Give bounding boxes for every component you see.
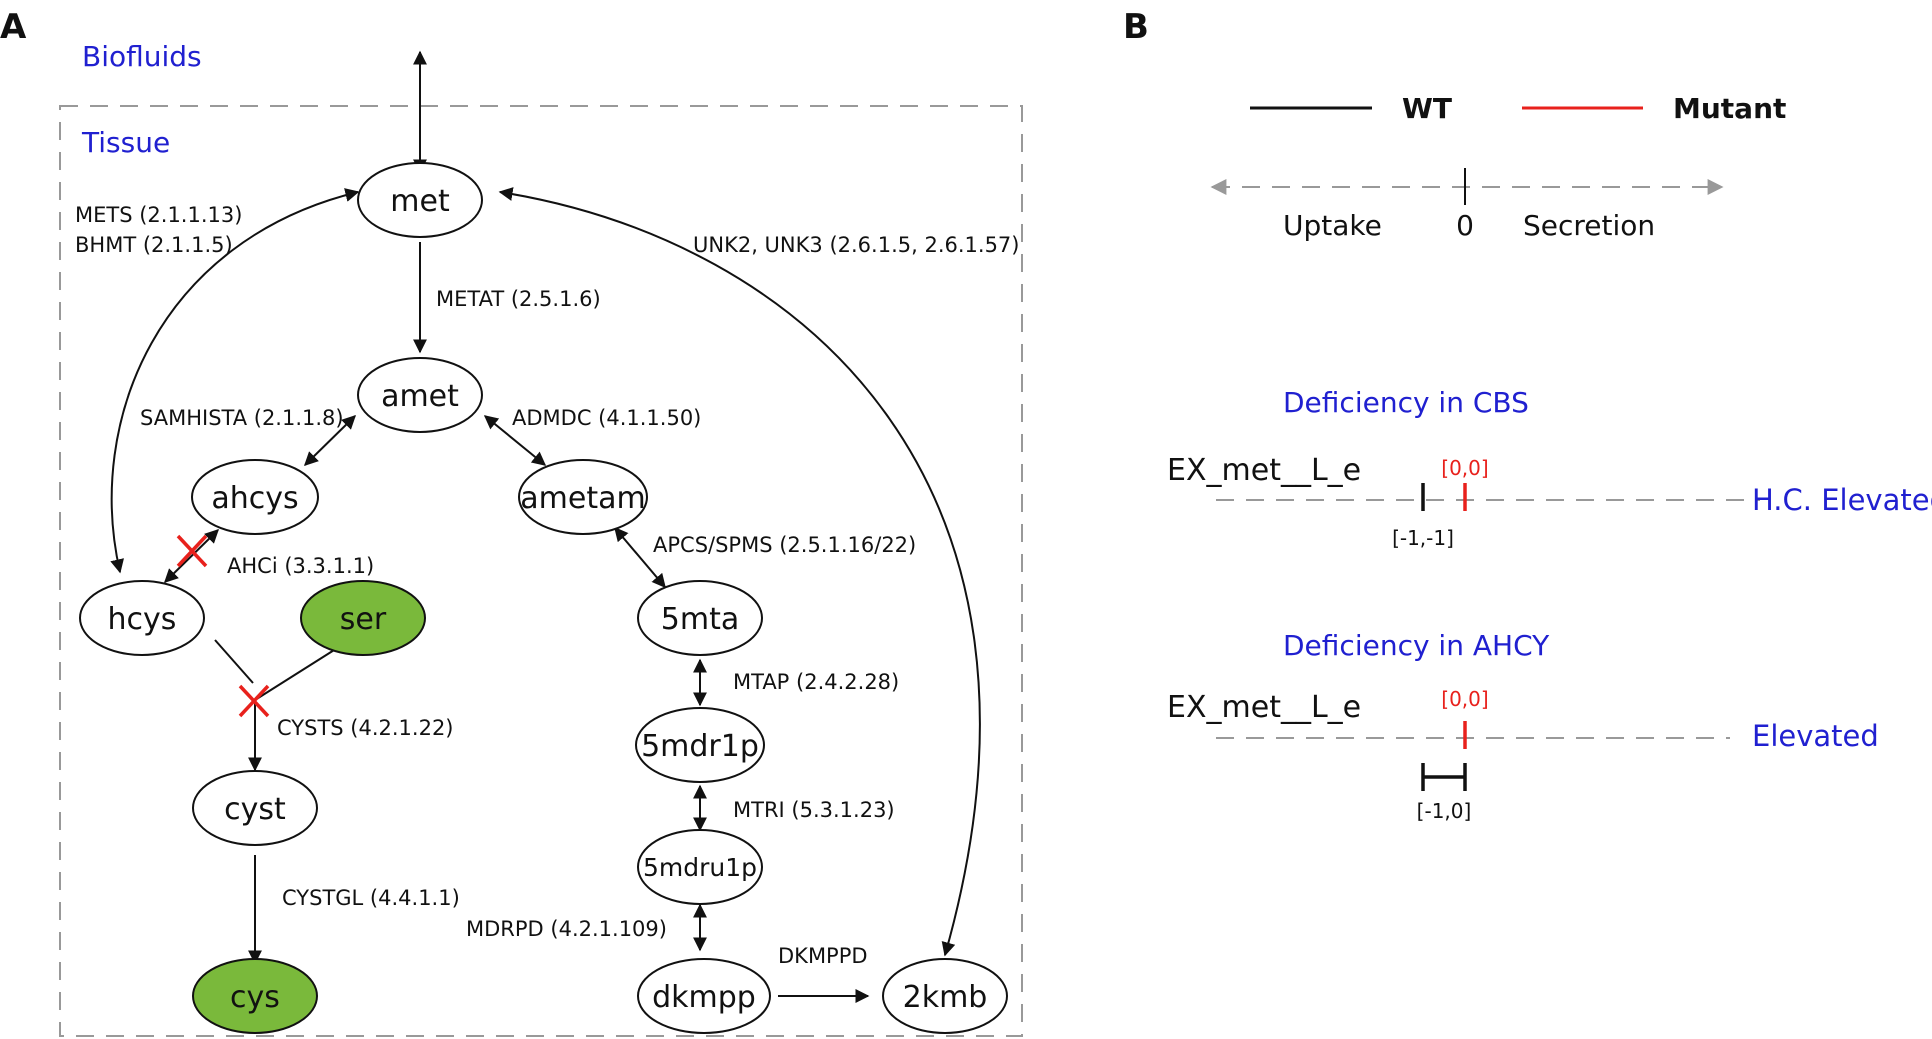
ahci-knockout-cross xyxy=(176,534,208,568)
tissue-compartment xyxy=(59,105,1023,1037)
reaction-ahci-label: AHCi (3.3.1.1) xyxy=(227,554,374,578)
ahci-arrow xyxy=(164,529,219,583)
node-dkmpp xyxy=(637,958,771,1034)
case-cbs-reaction: EX_met__L_e xyxy=(1167,453,1361,488)
tissue-label: Tissue xyxy=(81,126,170,159)
case-cbs-mutant-range: [0,0] xyxy=(1441,456,1488,480)
reaction-admdc-label: ADMDC (4.1.1.50) xyxy=(512,406,701,430)
case-ahcy-reaction: EX_met__L_e xyxy=(1167,690,1361,725)
legend-mutant-label: Mutant xyxy=(1673,92,1786,125)
panel-a-label: A xyxy=(0,7,27,47)
node-ametam-label: ametam xyxy=(520,481,645,516)
case-ahcy-wt-interval xyxy=(1421,763,1467,791)
node-met-label: met xyxy=(390,184,450,219)
case-ahcy-outcome: Elevated xyxy=(1752,719,1879,753)
node-5mdr1p xyxy=(635,707,765,783)
hcys-cysts-line xyxy=(214,639,254,684)
node-met xyxy=(357,162,483,238)
node-2kmb-label: 2kmb xyxy=(903,980,988,1015)
reaction-mets-label: METS (2.1.1.13) xyxy=(75,203,242,227)
panel-b-label: B xyxy=(1123,7,1149,47)
node-cyst-label: cyst xyxy=(224,792,286,827)
case-ahcy-title: Deficiency in AHCY xyxy=(1283,629,1550,662)
case-cbs-wt-range: [-1,-1] xyxy=(1392,526,1454,550)
node-5mta-label: 5mta xyxy=(661,602,739,637)
case-cbs-title: Deficiency in CBS xyxy=(1283,386,1529,419)
reaction-mtri-label: MTRI (5.3.1.23) xyxy=(733,798,895,822)
reaction-cystgl-label: CYSTGL (4.4.1.1) xyxy=(282,886,460,910)
node-5mdru1p-label: 5mdru1p xyxy=(643,853,757,882)
axis-zero-label: 0 xyxy=(1456,209,1474,242)
reaction-cysts-label: CYSTS (4.2.1.22) xyxy=(277,716,454,740)
node-2kmb xyxy=(882,958,1008,1034)
case-cbs-outcome: H.C. Elevated xyxy=(1752,483,1932,517)
reaction-unk-label: UNK2, UNK3 (2.6.1.5, 2.6.1.57) xyxy=(693,233,1019,257)
node-ahcys xyxy=(191,459,319,535)
reaction-apcs-label: APCS/SPMS (2.5.1.16/22) xyxy=(653,533,916,557)
node-5mta xyxy=(637,580,763,656)
reaction-samhista-label: SAMHISTA (2.1.1.8) xyxy=(140,406,344,430)
axis-secretion-label: Secretion xyxy=(1523,209,1655,242)
node-cys xyxy=(192,958,318,1034)
biofluids-label: Biofluids xyxy=(82,40,202,73)
legend-wt-label: WT xyxy=(1402,92,1452,125)
node-amet xyxy=(357,357,483,433)
mets-bhmt-arc xyxy=(110,188,360,574)
node-5mdr1p-label: 5mdr1p xyxy=(641,729,759,764)
node-ser xyxy=(300,580,426,656)
reaction-bhmt-label: BHMT (2.1.1.5) xyxy=(75,233,233,257)
case-ahcy-wt-range: [-1,0] xyxy=(1417,799,1472,823)
node-ametam xyxy=(518,459,648,535)
reaction-mdrpd-label: MDRPD (4.2.1.109) xyxy=(466,917,667,941)
node-5mdru1p xyxy=(637,829,763,905)
reaction-metat-label: METAT (2.5.1.6) xyxy=(436,287,601,311)
node-amet-label: amet xyxy=(381,379,459,414)
node-cyst xyxy=(192,770,318,846)
reaction-dkmppd-label: DKMPPD xyxy=(778,944,868,968)
node-dkmpp-label: dkmpp xyxy=(652,980,756,1015)
axis-uptake-label: Uptake xyxy=(1283,209,1382,242)
cysts-knockout-cross xyxy=(238,684,270,718)
node-ahcys-label: ahcys xyxy=(211,481,298,516)
case-ahcy-mutant-range: [0,0] xyxy=(1441,687,1488,711)
reaction-mtap-label: MTAP (2.4.2.28) xyxy=(733,670,899,694)
node-ser-label: ser xyxy=(340,602,387,637)
node-hcys-label: hcys xyxy=(108,602,177,637)
unk-arc xyxy=(498,187,981,957)
node-cys-label: cys xyxy=(230,980,280,1015)
node-hcys xyxy=(79,580,205,656)
